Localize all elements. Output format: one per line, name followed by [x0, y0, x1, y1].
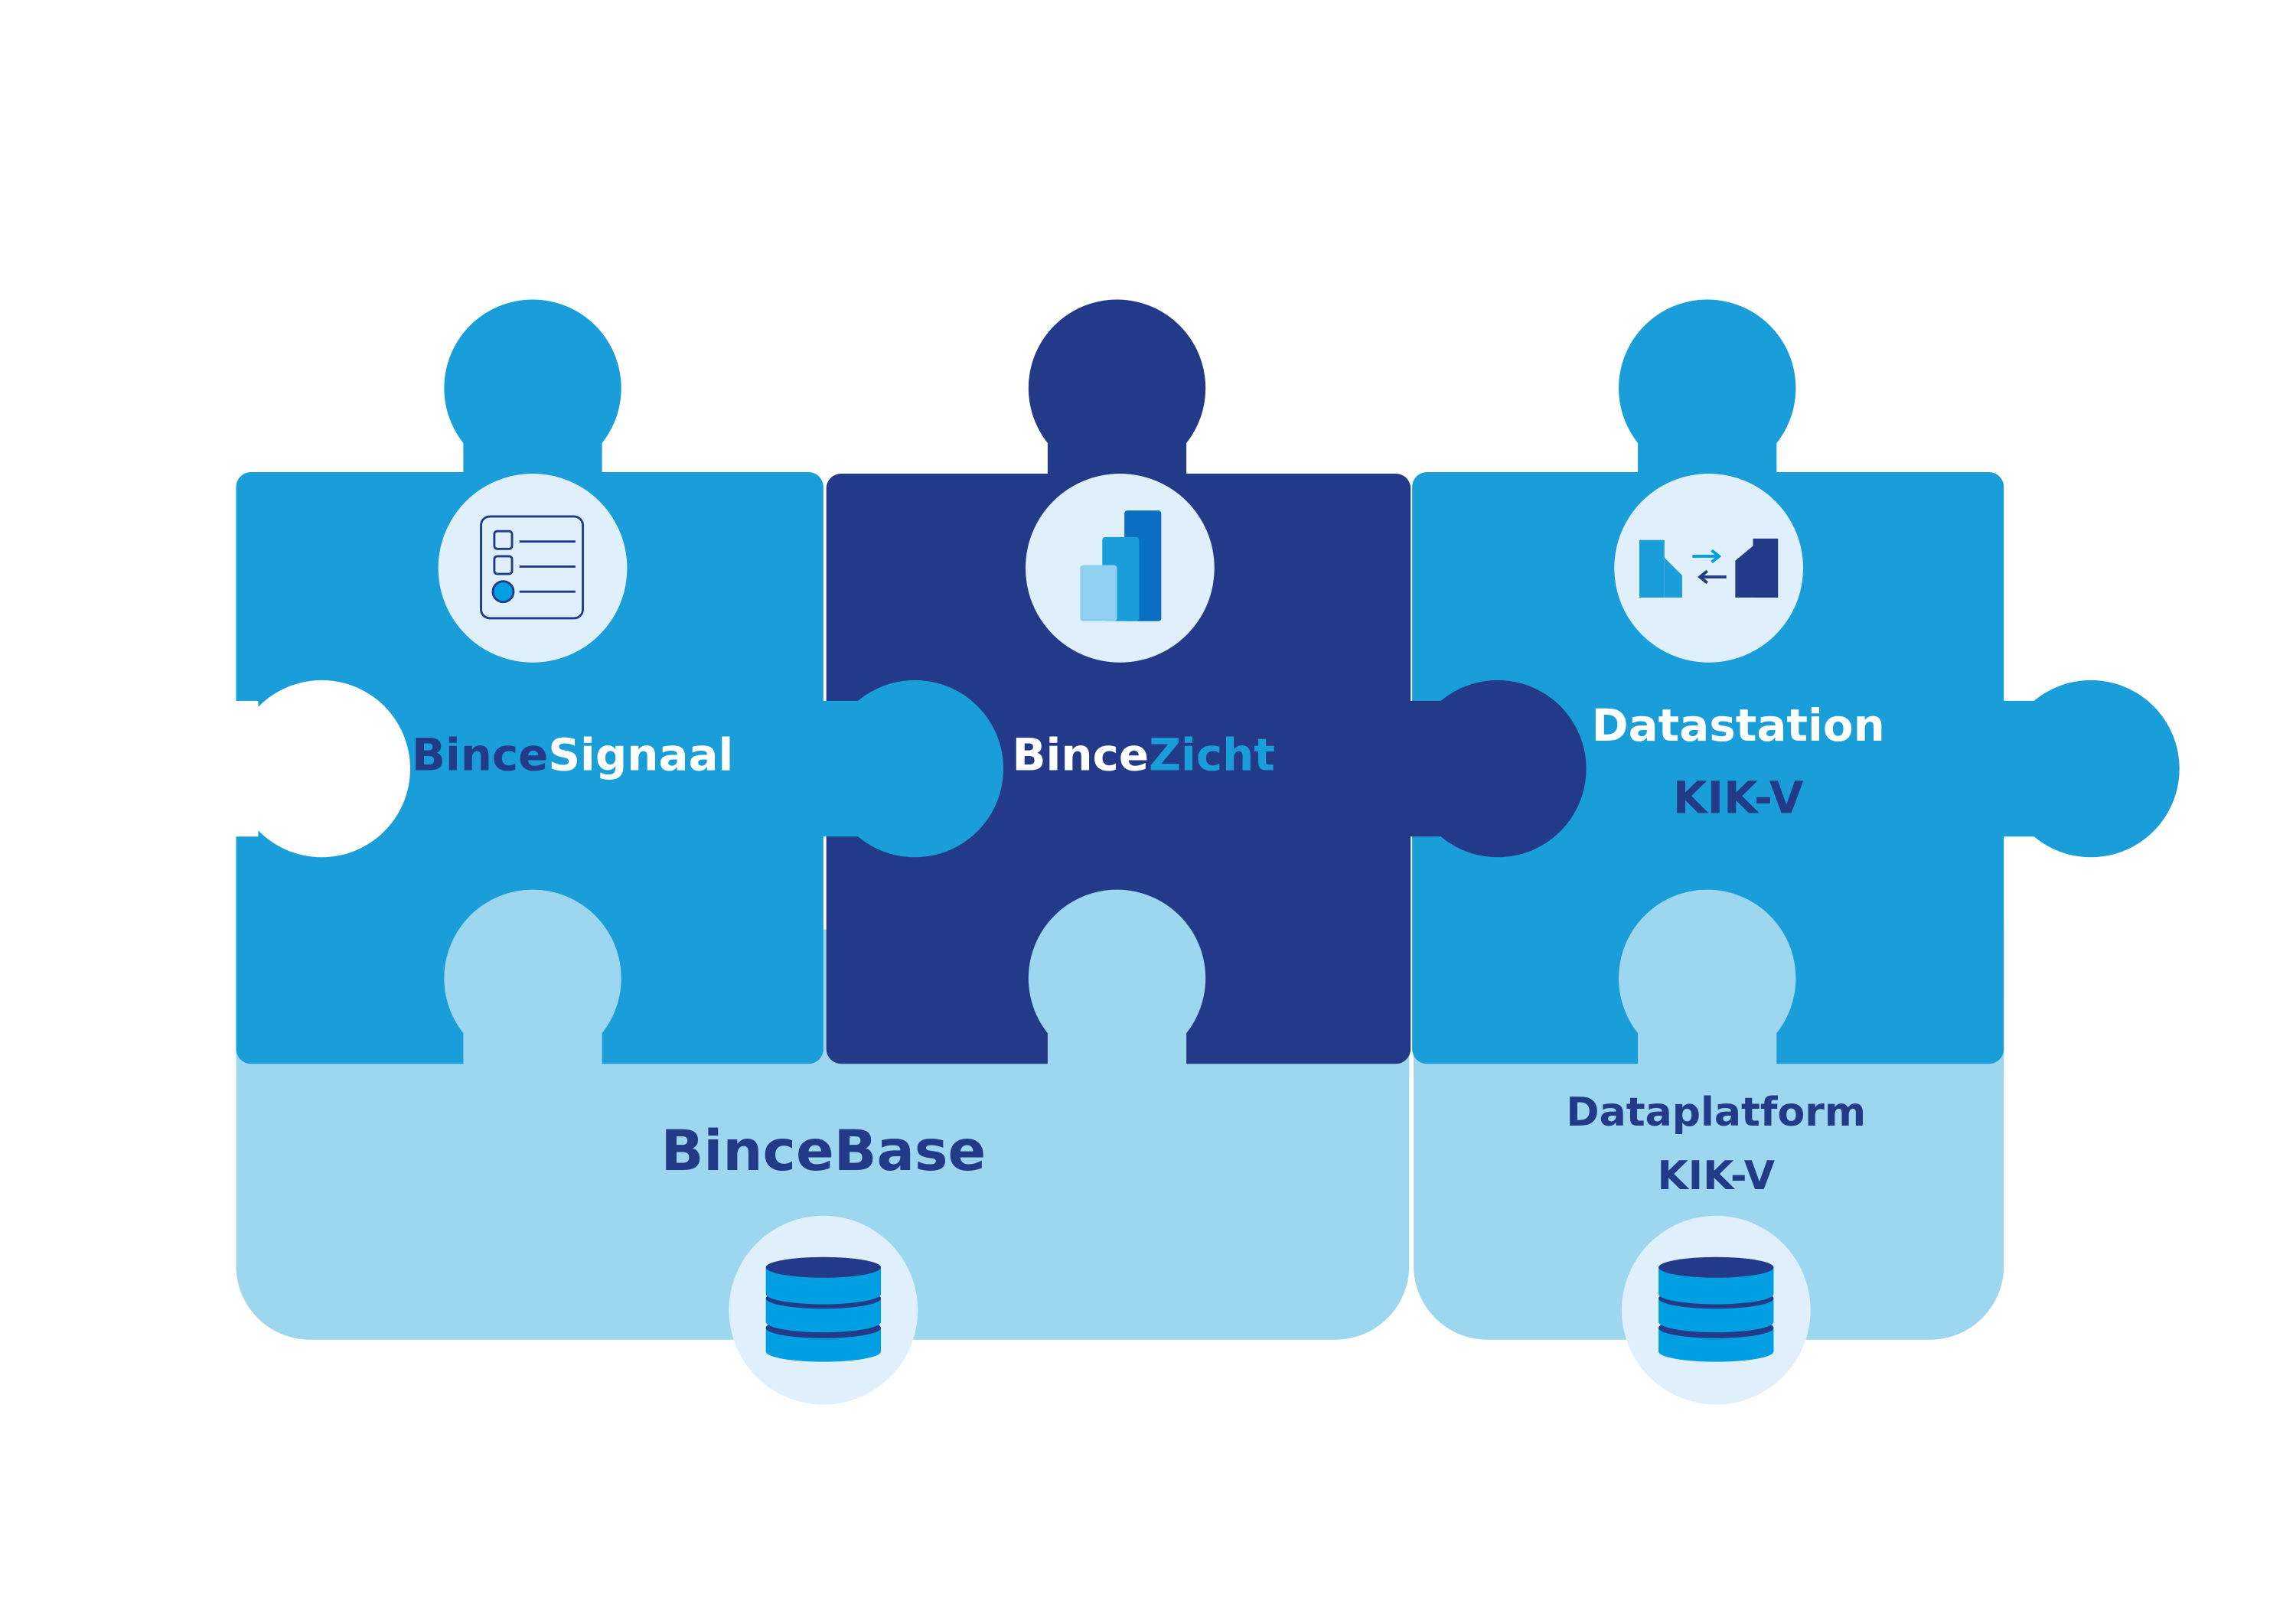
- buildings-exchange-icon: [1614, 473, 1804, 663]
- datastation-piece: [1412, 299, 2180, 1064]
- checklist-icon: [438, 473, 628, 663]
- database-icon: [729, 1215, 918, 1405]
- bincesignaal-label: BinceSignaal: [412, 729, 733, 781]
- bincezicht-label: BinceZicht: [1012, 729, 1274, 781]
- datastation-kikv-label: KIK-V: [1673, 771, 1804, 823]
- bincesignaal-piece: [236, 299, 1004, 1064]
- datastation-label: Datastation: [1592, 699, 1885, 751]
- database-icon: [1621, 1215, 1811, 1405]
- bincebase-label: BinceBase: [660, 1119, 986, 1184]
- dataplatform-label: Dataplatform: [1566, 1090, 1866, 1136]
- binzezicht-piece: [826, 299, 1587, 1064]
- bar-chart-icon: [1025, 473, 1215, 663]
- dataplatform-kikv-label: KIK-V: [1657, 1153, 1775, 1199]
